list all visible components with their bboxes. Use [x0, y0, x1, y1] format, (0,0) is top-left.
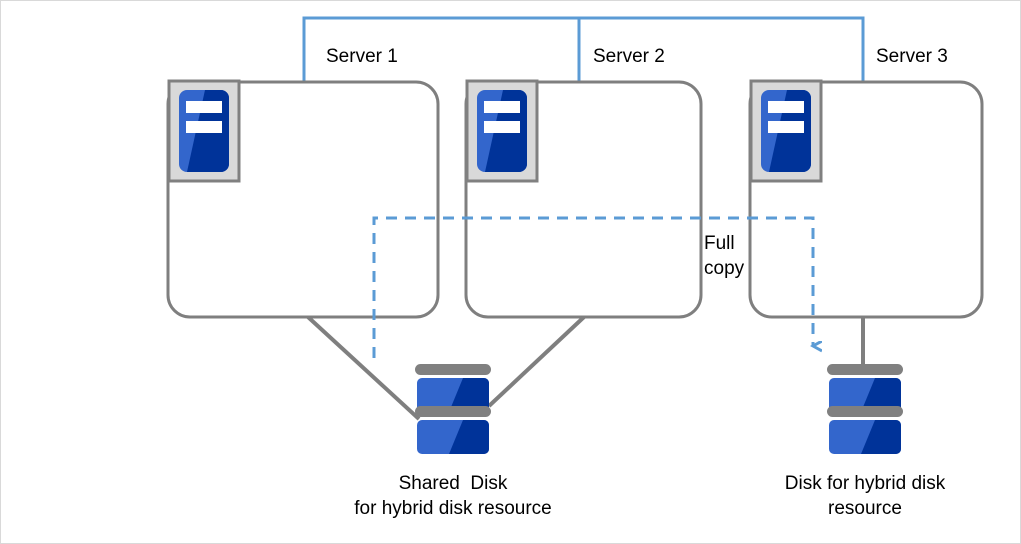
network-interconnect — [302, 16, 865, 81]
shared-disk-icon — [415, 364, 491, 454]
full-copy-label-line1: Full — [704, 233, 735, 254]
full-copy-label-line2: copy — [704, 258, 745, 279]
server-2-label: Server 2 — [593, 46, 665, 67]
hybrid-disk-label-line2: resource — [828, 498, 902, 519]
hybrid-disk-label-line1: Disk for hybrid disk — [784, 473, 946, 494]
shared-disk-label-line1: Shared Disk — [398, 473, 508, 494]
server-3-label: Server 3 — [876, 46, 948, 67]
server-icon-2 — [465, 79, 539, 183]
server-icon-3 — [749, 79, 823, 183]
server-1-label: Server 1 — [326, 46, 398, 67]
shared-disk-label-line2: for hybrid disk resource — [354, 498, 552, 519]
shared-disk-connectors — [306, 315, 586, 421]
hybrid-disk-icon — [827, 364, 903, 454]
server-icon-1 — [167, 79, 241, 183]
